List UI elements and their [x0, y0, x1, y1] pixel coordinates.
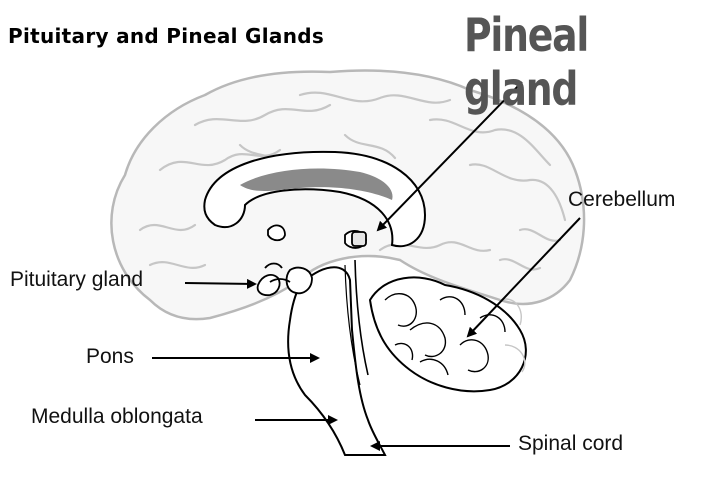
diagram-title: Pituitary and Pineal Glands [8, 24, 324, 48]
pineal-gland-heading: Pineal gland [464, 8, 671, 116]
label-medulla-oblongata: Medulla oblongata [31, 405, 203, 429]
label-pons: Pons [86, 345, 134, 369]
label-cerebellum: Cerebellum [568, 188, 675, 212]
label-spinal-cord: Spinal cord [518, 432, 623, 456]
arrow-pituitary-gland [185, 283, 255, 284]
label-pituitary-gland: Pituitary gland [10, 268, 143, 292]
